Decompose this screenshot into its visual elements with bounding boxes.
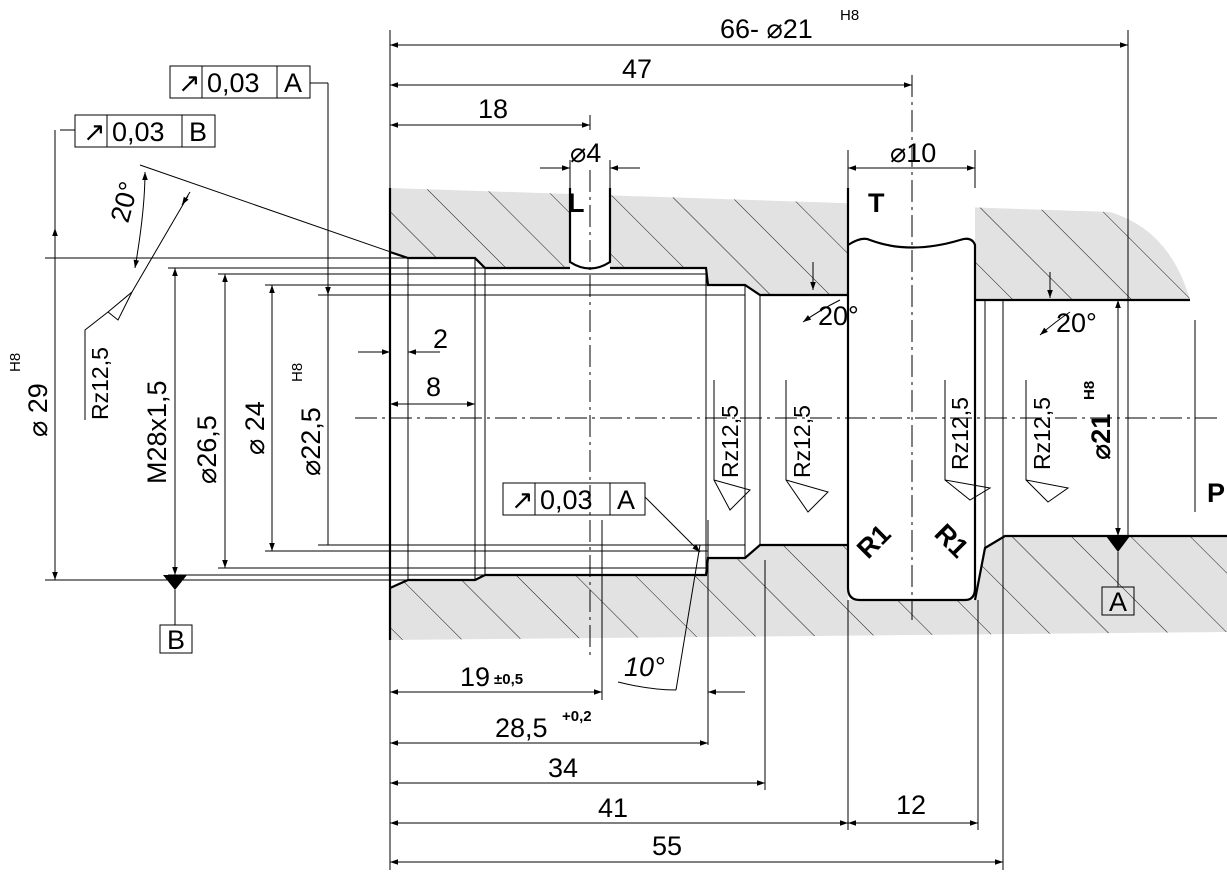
datum-markers [159, 536, 1135, 654]
extension-lines [45, 30, 1129, 870]
ftop-value: 0,03 [207, 68, 260, 98]
dim-dia22-5-tol: H8 [289, 363, 306, 382]
dim-dia21: ⌀21 [1086, 414, 1116, 460]
fleft-datum: B [189, 117, 207, 147]
port-T: T [868, 188, 885, 218]
rz-4: Rz12,5 [947, 397, 973, 470]
rz-2: Rz12,5 [717, 405, 743, 478]
angle-10: 10° [624, 652, 665, 682]
tolerance-frame-top [169, 65, 311, 99]
angle-20-right: 20° [1056, 308, 1097, 338]
dim-19-tol: ±0,5 [494, 671, 523, 688]
dim-41: 41 [598, 793, 628, 823]
surface-finish-symbols [84, 291, 1070, 513]
fmid-value: 0,03 [540, 485, 593, 515]
dim-8: 8 [426, 372, 441, 402]
dim-66-dia21: 66- ⌀21 [720, 14, 813, 44]
fleft-symbol: ↗ [83, 117, 106, 147]
dimension-texts: 66- ⌀21 H8 47 18 ⌀4 ⌀10 2 8 19 ±0,5 28,5… [7, 7, 1116, 861]
dim-18: 18 [478, 94, 508, 124]
tolerance-frame-left [74, 114, 216, 148]
port-L: L [568, 188, 585, 218]
dim-dia22-5: ⌀22,5 [296, 407, 326, 476]
rz-left: Rz12,5 [87, 347, 113, 420]
ftop-datum: A [284, 68, 302, 98]
dim-thread: M28x1,5 [142, 380, 172, 484]
dim-12: 12 [896, 790, 926, 820]
radius-left: R1 [851, 519, 897, 565]
tolerance-texts: ↗ 0,03 A ↗ 0,03 B ↗ 0,03 A [83, 68, 635, 515]
angle-20-left: 20° [105, 178, 145, 225]
datum-B-label: B [167, 625, 185, 655]
dim-dia24: ⌀ 24 [240, 401, 270, 455]
fleft-value: 0,03 [112, 117, 165, 147]
dim-dia10: ⌀10 [890, 138, 936, 168]
dim-dia29: ⌀ 29 [23, 383, 53, 437]
datum-texts: A B [167, 587, 1127, 655]
datum-A-label: A [1109, 587, 1127, 617]
port-P: P [1207, 478, 1225, 508]
rz-5: Rz12,5 [1029, 397, 1055, 470]
dim-dia21-tol: H8 [1081, 381, 1098, 400]
dim-34: 34 [548, 753, 578, 783]
tolerance-frame-mid [502, 482, 646, 516]
fmid-symbol: ↗ [511, 485, 534, 515]
dim-dia26-5: ⌀26,5 [192, 415, 222, 484]
dim-55: 55 [652, 831, 682, 861]
dim-28-5-tol: +0,2 [562, 708, 592, 725]
dim-2: 2 [433, 324, 448, 354]
radius-right: R1 [929, 518, 975, 564]
ftop-symbol: ↗ [178, 68, 201, 98]
dim-66-dia21-tol: H8 [840, 7, 859, 24]
surface-finish-texts: Rz12,5 Rz12,5 Rz12,5 Rz12,5 Rz12,5 [87, 347, 1055, 478]
dim-dia4: ⌀4 [570, 138, 601, 168]
angle-20-mid: 20° [818, 301, 859, 331]
dim-47: 47 [622, 54, 652, 84]
dim-dia29-tol: H8 [7, 353, 24, 372]
fmid-datum: A [617, 485, 635, 515]
dim-28-5: 28,5 [495, 713, 548, 743]
rz-3: Rz12,5 [789, 405, 815, 478]
dim-19: 19 [460, 662, 490, 692]
port-labels: L T P [568, 188, 1225, 508]
leader-lines [54, 82, 701, 553]
dimension-lines [52, 42, 1196, 865]
